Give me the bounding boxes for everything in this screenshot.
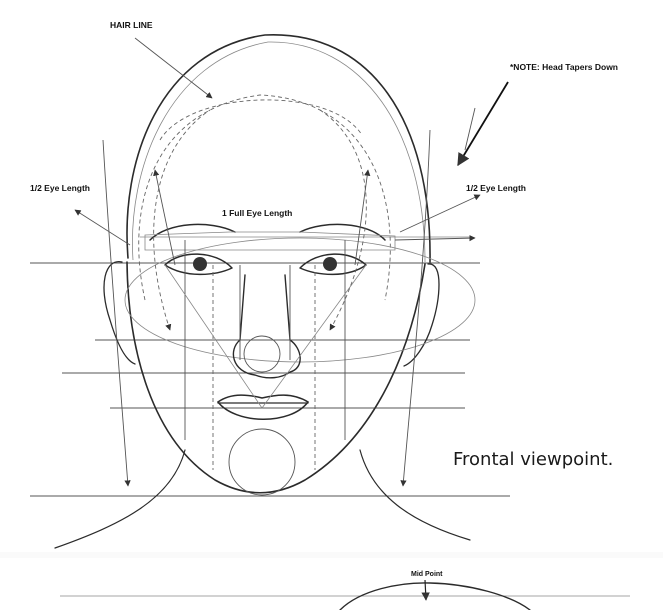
cranium-circle	[139, 95, 391, 300]
panel-divider	[0, 552, 663, 558]
label-note: *NOTE: Head Tapers Down	[510, 62, 618, 72]
note-arrow	[458, 82, 508, 165]
chin-circle	[229, 429, 295, 495]
label-half-eye-right: 1/2 Eye Length	[466, 183, 526, 193]
right-iris	[323, 257, 337, 271]
label-full-eye: 1 Full Eye Length	[222, 208, 292, 218]
nose-tip-circle	[244, 336, 280, 372]
skull-outline-sketch	[132, 42, 425, 262]
left-iris	[193, 257, 207, 271]
label-mid-point: Mid Point	[411, 571, 443, 578]
caption-frontal-viewpoint: Frontal viewpoint.	[453, 449, 613, 470]
label-half-eye-left: 1/2 Eye Length	[30, 183, 90, 193]
left-side-arrow	[103, 140, 128, 486]
left-dashed-arrow	[154, 110, 210, 330]
second-head-sketch: Mid Point	[60, 571, 630, 610]
lower-lip	[218, 402, 308, 419]
half-eye-right-arrow	[395, 238, 475, 240]
upper-lip	[218, 395, 308, 402]
eye-up-arrow-left	[155, 170, 175, 265]
half-eye-right-arrow-2	[400, 195, 480, 232]
half-eye-left-arrow	[75, 210, 130, 245]
label-hairline: HAIR LINE	[110, 20, 153, 30]
hairline-pointer	[135, 38, 212, 98]
hairline-arc	[160, 100, 362, 140]
second-skull-top	[340, 583, 530, 610]
neck-left	[55, 450, 185, 548]
